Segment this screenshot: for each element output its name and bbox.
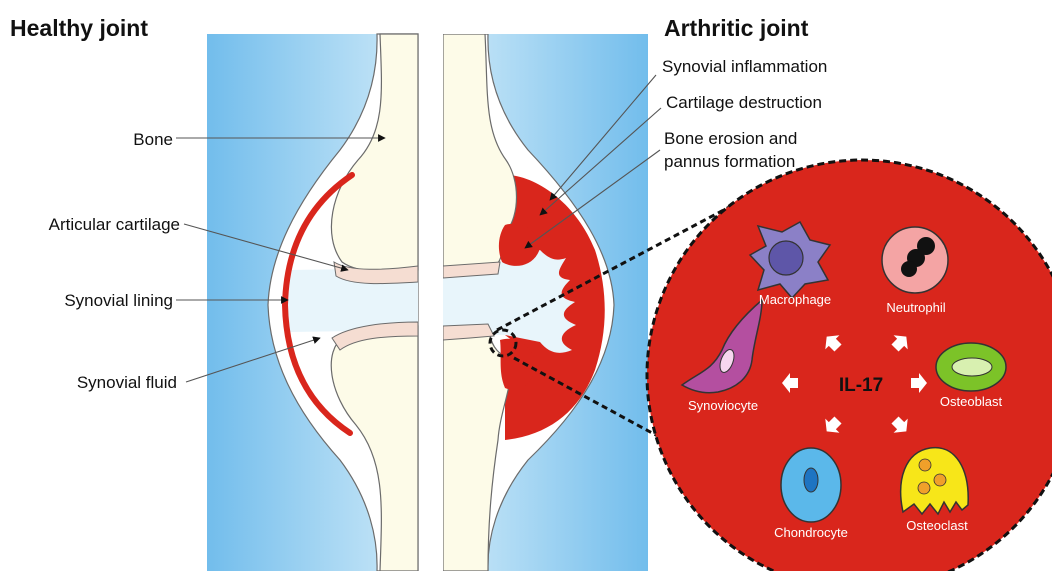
synoviocyte-label: Synoviocyte	[688, 398, 758, 413]
label-bone: Bone	[133, 130, 173, 149]
label-articular-cartilage: Articular cartilage	[49, 215, 180, 234]
osteoblast-label: Osteoblast	[940, 394, 1003, 409]
chondrocyte-label: Chondrocyte	[774, 525, 848, 540]
arthritic-title: Arthritic joint	[664, 15, 809, 41]
label-synovial-inflammation: Synovial inflammation	[662, 57, 827, 76]
osteoblast-nucleus	[952, 358, 992, 376]
macrophage-label: Macrophage	[759, 292, 831, 307]
label-cartilage-destruction: Cartilage destruction	[666, 93, 822, 112]
chondrocyte-nucleus	[804, 468, 818, 492]
label-synovial-lining: Synovial lining	[64, 291, 173, 310]
neutrophil-label: Neutrophil	[886, 300, 945, 315]
macrophage-nucleus	[769, 241, 803, 275]
label-bone-erosion-line1: Bone erosion and	[664, 129, 797, 148]
il17-inset: IL-17 Macrophage Neutrophil Synoviocyte …	[647, 160, 1052, 571]
healthy-joint	[207, 34, 418, 571]
label-bone-erosion-line2: pannus formation	[664, 152, 795, 171]
osteoclast-label: Osteoclast	[906, 518, 968, 533]
label-synovial-fluid: Synovial fluid	[77, 373, 177, 392]
arthritic-joint	[443, 34, 648, 571]
healthy-title: Healthy joint	[10, 15, 148, 41]
il17-label: IL-17	[839, 375, 883, 396]
